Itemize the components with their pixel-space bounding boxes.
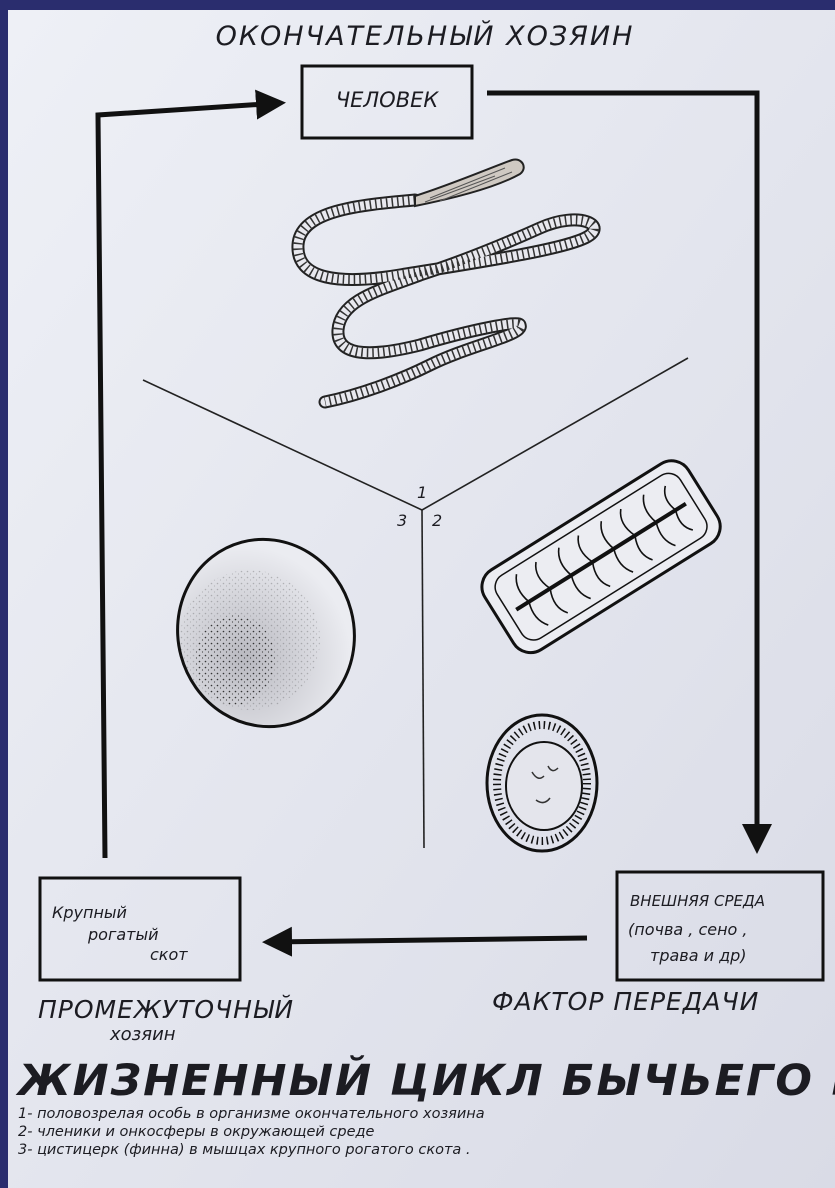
diagram-title: ЖИЗНЕННЫЙ ЦИКЛ БЫЧЬЕГО ЦЕПНЯ <box>15 1055 835 1106</box>
sector-number-2: 2 <box>432 511 442 530</box>
environment-label-line2: (почва , сено , <box>628 920 748 939</box>
cattle-label-line1: Крупный <box>52 903 127 922</box>
cattle-label-line2: рогатый <box>87 925 159 944</box>
intermediate-host-label: ПРОМЕЖУТОЧНЫЙ <box>38 995 294 1024</box>
sector-number-1: 1 <box>417 483 427 502</box>
transmission-factor-label: ФАКТОР ПЕРЕДАЧИ <box>492 987 759 1016</box>
cattle-label-line3: скот <box>150 945 188 964</box>
legend-item-3: 3- цистицерк (финна) в мышцах крупного р… <box>18 1142 471 1158</box>
environment-label-line1: ВНЕШНЯЯ СРЕДА <box>630 892 765 910</box>
sector-number-3: 3 <box>397 511 407 530</box>
legend-item-2: 2- членики и онкосферы в окружающей сред… <box>18 1124 375 1140</box>
intermediate-host-sublabel: хозяин <box>109 1024 176 1045</box>
definitive-host-label: ОКОНЧАТЕЛЬНЫЙ ХОЗЯИН <box>216 20 635 52</box>
human-box-label: ЧЕЛОВЕК <box>336 88 440 112</box>
legend-item-1: 1- половозрелая особь в организме оконча… <box>18 1106 485 1122</box>
environment-label-line3: трава и др) <box>650 946 747 965</box>
